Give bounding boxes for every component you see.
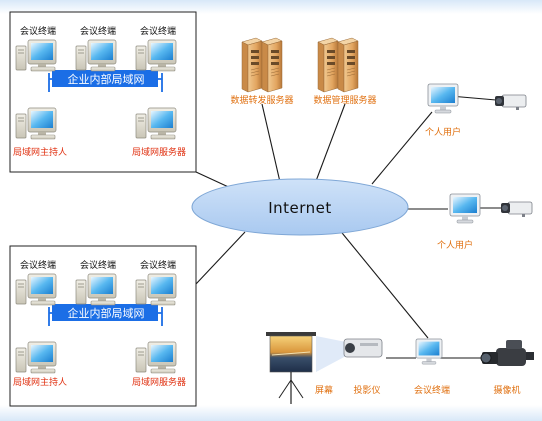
lan-host-label: 局域网主持人 (13, 146, 67, 158)
terminal-label: 会议终端 (140, 259, 176, 271)
personal-user-2: 个人用户 (437, 193, 533, 251)
lan-host-label: 局域网主持人 (13, 376, 67, 388)
meeting-terminal-remote: 会议终端 (414, 338, 450, 396)
personal-user-1: 个人用户 (425, 83, 527, 138)
lan-panel-bottom: 企业内部局域网 会议终端 会议终端 会议终端 局域网主持人 局域网服务器 (10, 246, 196, 406)
terminal-label: 会议终端 (80, 259, 116, 271)
lan-panel-top: 企业内部局域网 会议终端 会议终端 会议终端 局域网主持人 局域网服务器 (10, 12, 196, 172)
projection-screen: 屏幕 (266, 332, 333, 404)
manage-server: 数据管理服务器 (313, 37, 377, 106)
relay-server-label: 数据转发服务器 (230, 94, 293, 106)
personal-user-label: 个人用户 (437, 239, 473, 251)
lan-title: 企业内部局域网 (68, 306, 145, 320)
terminal-label: 会议终端 (140, 25, 176, 37)
internet-label: Internet (268, 199, 332, 217)
connection-lines (195, 95, 502, 359)
manage-server-label: 数据管理服务器 (313, 94, 376, 106)
personal-user-label: 个人用户 (425, 126, 461, 138)
video-camera: 摄像机 (480, 340, 534, 396)
lan-server-label: 局域网服务器 (132, 146, 186, 158)
terminal-label: 会议终端 (20, 259, 56, 271)
terminal-label: 会议终端 (20, 25, 56, 37)
terminal-label: 会议终端 (80, 25, 116, 37)
projector-label: 投影仪 (353, 384, 380, 396)
lan-server-label: 局域网服务器 (132, 376, 186, 388)
lan-title: 企业内部局域网 (68, 72, 145, 86)
screen-label: 屏幕 (315, 384, 333, 396)
relay-server: 数据转发服务器 (230, 37, 294, 106)
camera-label: 摄像机 (493, 384, 520, 396)
projector: 投影仪 (316, 336, 383, 396)
meeting-terminal-label: 会议终端 (414, 384, 450, 396)
internet-cloud: Internet (191, 178, 409, 236)
